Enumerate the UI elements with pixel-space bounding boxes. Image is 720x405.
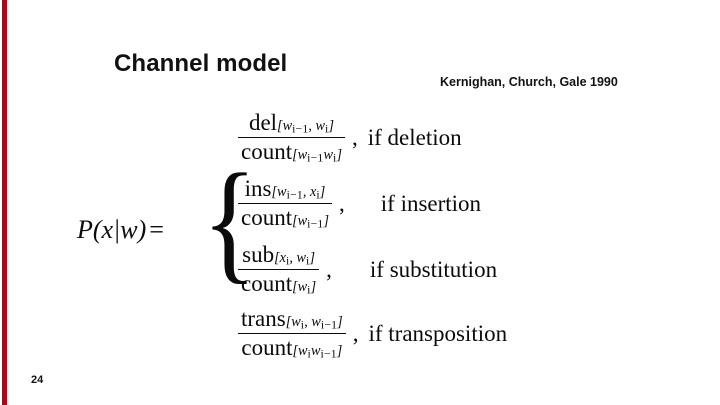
fraction-denominator: count[wiwi−1]: [238, 333, 346, 361]
fraction-numerator: ins[wi−1, xi]: [244, 176, 326, 202]
case-separator: ,: [339, 190, 345, 216]
equals-sign: =: [149, 215, 164, 244]
fraction-numerator: del[wi−1, wi]: [248, 110, 335, 136]
case-condition: if transposition: [368, 320, 508, 346]
fraction-denominator: count[wi−1]: [238, 203, 333, 231]
fraction-denominator: count[wi]: [238, 269, 320, 297]
case-separator: ,: [352, 320, 359, 346]
substitution-fraction: sub[xi, wi] count[wi]: [238, 242, 320, 297]
page-title: Channel model: [114, 50, 288, 77]
case-separator: ,: [351, 124, 358, 150]
transposition-fraction: trans[wi, wi−1] count[wiwi−1]: [238, 306, 346, 361]
case-separator: ,: [326, 256, 332, 282]
equation-left-hand-side: P(x|w)=: [77, 215, 164, 245]
large-brace: {: [202, 147, 258, 296]
case-row: trans[wi, wi−1] count[wiwi−1] , if trans…: [238, 306, 507, 361]
page-number: 24: [31, 374, 44, 386]
case-condition: if insertion: [380, 190, 482, 216]
fraction-numerator: trans[wi, wi−1]: [241, 306, 343, 332]
citation-label: Kernighan, Church, Gale 1990: [440, 75, 618, 89]
fraction-denominator: count[wi−1wi]: [238, 137, 345, 165]
case-condition: if deletion: [367, 124, 462, 150]
deletion-fraction: del[wi−1, wi] count[wi−1wi]: [238, 110, 345, 165]
case-condition: if substitution: [369, 256, 498, 282]
fraction-numerator: sub[xi, wi]: [242, 242, 316, 268]
case-row: del[wi−1, wi] count[wi−1wi] , if deletio…: [238, 110, 462, 165]
channel-model-equation: P(x|w)= { del[wi−1, wi] count[wi−1wi] , …: [60, 108, 680, 361]
case-row: ins[wi−1, xi] count[wi−1] , if insertion: [238, 176, 481, 231]
probability-expression: P(x|w): [77, 215, 147, 244]
left-accent-bar: [2, 0, 7, 405]
insertion-fraction: ins[wi−1, xi] count[wi−1]: [238, 176, 333, 231]
case-row: sub[xi, wi] count[wi] , if substitution: [238, 242, 497, 297]
